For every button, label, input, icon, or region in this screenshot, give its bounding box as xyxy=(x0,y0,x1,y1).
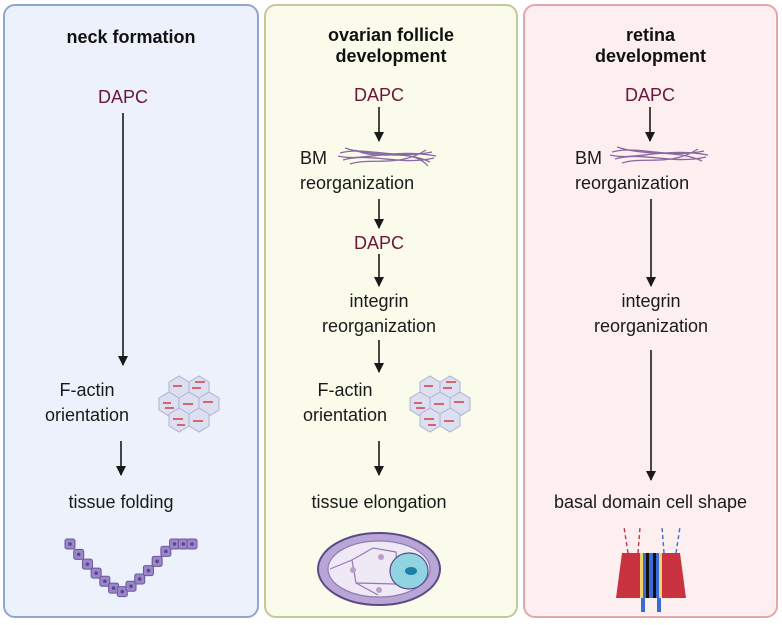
panel-ovarian-follicle xyxy=(264,4,518,618)
panel2-factin: F-actin orientation xyxy=(302,380,388,425)
panel1-outcome: tissue folding xyxy=(68,492,174,512)
cell-nucleus xyxy=(103,579,107,584)
panel3-integrin: integrin reorganization xyxy=(593,291,709,336)
cell-nucleus xyxy=(181,542,186,546)
panel3-bm-reorg: BM reorganization xyxy=(575,148,690,193)
actin-cell-cluster-icon xyxy=(158,375,220,433)
panel1-factin: F-actin orientation xyxy=(44,380,130,425)
panel2-outcome: tissue elongation xyxy=(311,492,447,512)
panel-neck-formation xyxy=(3,4,259,618)
cell-nucleus xyxy=(129,584,133,589)
panel2-bm-reorg: BM reorganization xyxy=(300,148,415,193)
actin-cell-cluster-icon xyxy=(409,375,471,433)
cell-nucleus xyxy=(155,559,159,564)
cell-nucleus xyxy=(146,568,151,573)
retina-cell-basal-icon xyxy=(616,526,686,612)
panel1-dapc: DAPC xyxy=(97,87,148,107)
panel3-outcome: basal domain cell shape xyxy=(553,492,748,512)
cell-nucleus xyxy=(172,542,177,546)
panel2-dapc-2: DAPC xyxy=(353,233,404,253)
cell-nucleus xyxy=(120,589,125,594)
panel2-integrin: integrin reorganization xyxy=(321,291,437,336)
follicle-cross-section-icon xyxy=(317,532,441,606)
panel3-dapc: DAPC xyxy=(624,85,675,105)
panel-retina xyxy=(523,4,778,618)
panel2-dapc-1: DAPC xyxy=(353,85,404,105)
cell-nucleus xyxy=(111,586,116,590)
cell-nucleus xyxy=(76,552,81,557)
panel1-title: neck formation xyxy=(66,27,196,47)
basement-membrane-fibers-icon xyxy=(337,147,437,167)
cell-nucleus xyxy=(164,549,168,554)
cell-nucleus xyxy=(94,571,98,575)
cell-nucleus xyxy=(190,542,194,546)
panel1-arrows xyxy=(116,113,128,476)
cell-nucleus xyxy=(137,577,142,581)
panel3-arrows xyxy=(645,107,656,481)
basement-membrane-fibers-icon xyxy=(609,146,709,164)
cell-nucleus xyxy=(68,542,72,546)
panel2-title: ovarian follicle development xyxy=(327,25,455,66)
panel3-title: retina development xyxy=(594,25,707,66)
cell-nucleus xyxy=(85,562,90,566)
folding-epithelium-icon xyxy=(64,538,198,598)
